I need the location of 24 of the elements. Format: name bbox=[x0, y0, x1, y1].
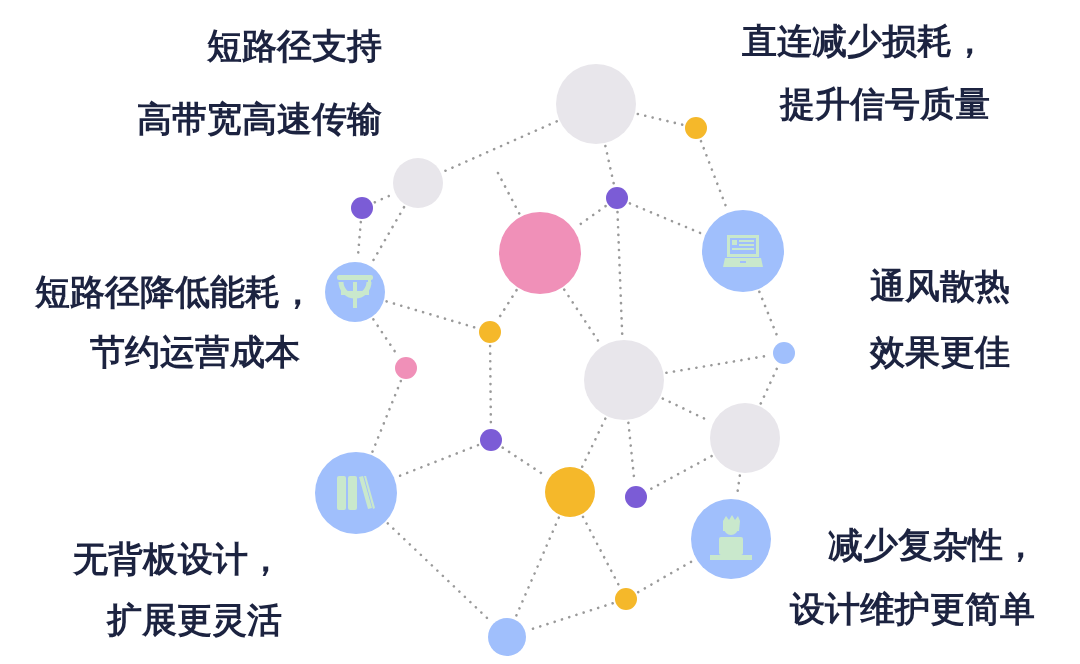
caption-text: 提升信号质量 bbox=[780, 83, 990, 126]
dotted-connector bbox=[442, 120, 558, 173]
dotted-connector bbox=[385, 300, 478, 330]
dotted-connector bbox=[580, 417, 607, 469]
caption-text: 效果更佳 bbox=[870, 331, 1010, 374]
dotted-connector bbox=[636, 559, 695, 594]
caption-text: 减少复杂性， bbox=[828, 524, 1038, 567]
caption-text: 无背板设计， bbox=[73, 538, 283, 581]
dotted-connector bbox=[628, 202, 704, 236]
dotted-connector bbox=[604, 144, 616, 186]
dotted-connector bbox=[581, 515, 621, 588]
caption-text: 直连减少损耗， bbox=[742, 20, 987, 63]
dotted-connector bbox=[647, 454, 713, 492]
dotted-connector bbox=[496, 171, 521, 216]
caption-text: 扩展更灵活 bbox=[107, 599, 282, 642]
caption-text: 节约运营成本 bbox=[90, 331, 300, 374]
caption-text: 通风散热 bbox=[870, 265, 1010, 308]
dotted-connector bbox=[371, 379, 403, 454]
caption-text: 设计维护更简单 bbox=[790, 588, 1035, 631]
dotted-connector bbox=[514, 516, 561, 619]
caption-text: 高带宽高速传输 bbox=[137, 98, 382, 141]
caption-text: 短路径支持 bbox=[207, 25, 382, 68]
caption-text: 短路径降低能耗， bbox=[35, 271, 315, 314]
dotted-connector bbox=[636, 112, 684, 126]
